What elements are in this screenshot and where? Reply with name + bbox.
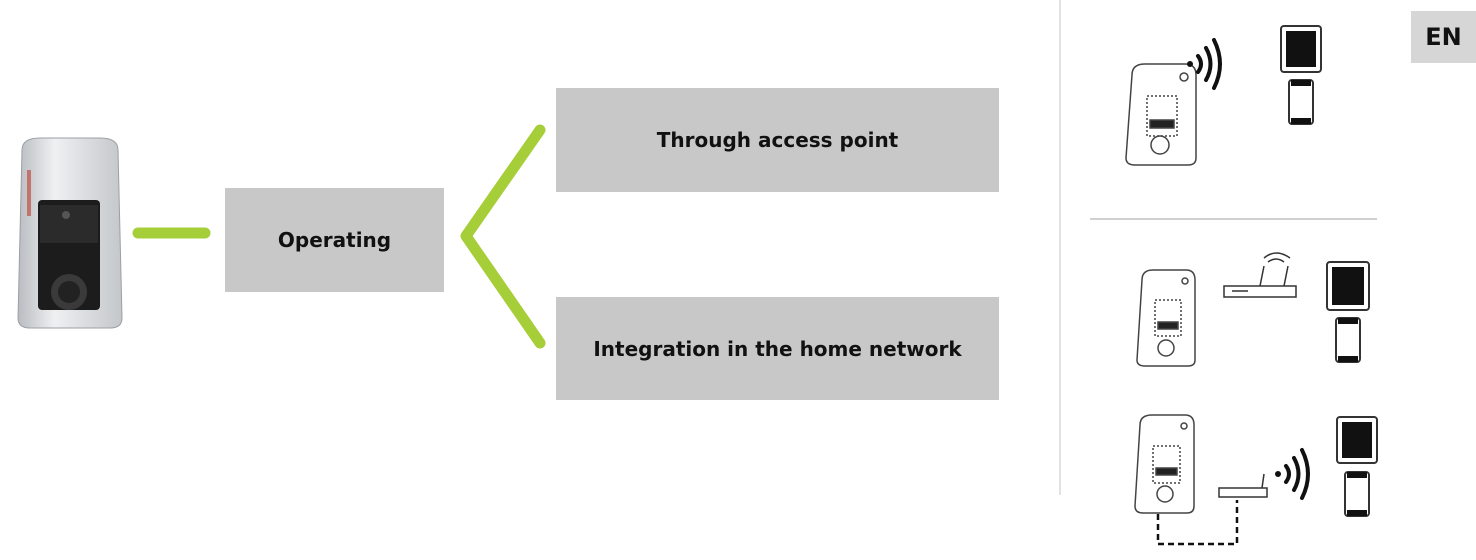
wifi-signal-icon [1275,448,1310,500]
smartphone-icon [1335,317,1361,363]
router-icon [1218,473,1268,498]
scenario-access-point [1125,25,1322,166]
smartphone-icon [1288,79,1314,125]
scenario-home-router [1136,252,1370,367]
access-point-box: Through access point [556,88,999,192]
language-label: EN [1425,23,1462,51]
wallbox-charger-icon [1136,269,1196,367]
tablet-icon [1280,25,1322,73]
operating-label: Operating [277,228,392,252]
language-badge[interactable]: EN [1411,11,1476,63]
wallbox-charger-image [17,137,123,329]
wallbox-charger-icon [1125,63,1197,166]
wallbox-charger-icon [1134,414,1195,514]
home-network-label: Integration in the home network [593,336,962,361]
wifi-signal-icon [1187,38,1222,90]
home-network-box: Integration in the home network [556,297,999,400]
access-point-label: Through access point [656,128,899,152]
operating-box: Operating [225,188,444,292]
scenario-wired-router [1134,414,1378,546]
router-icon [1223,252,1297,298]
smartphone-icon [1344,471,1370,517]
tablet-icon [1336,416,1378,464]
ethernet-cable [1156,500,1239,546]
tablet-icon [1326,261,1370,311]
branch-connector [460,124,546,349]
